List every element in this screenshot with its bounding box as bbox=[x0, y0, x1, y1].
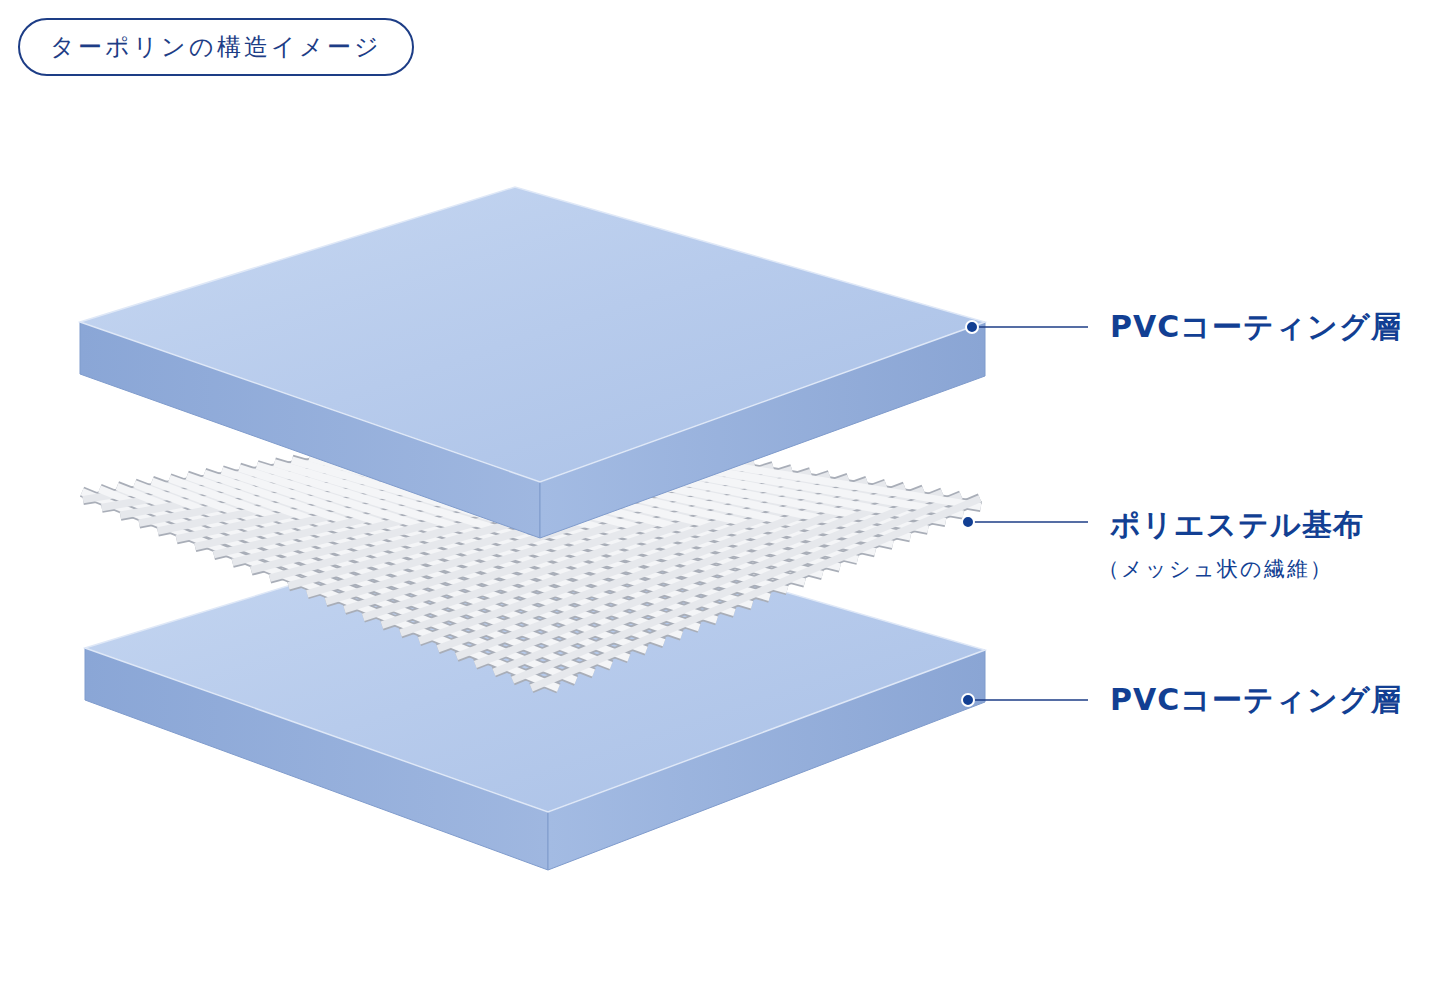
mesh-strand bbox=[531, 499, 980, 688]
leader-lines bbox=[962, 321, 1088, 706]
title-pill: ターポリンの構造イメージ bbox=[18, 18, 414, 76]
pvc-layer-top bbox=[80, 187, 985, 538]
part-label: PVCコーティング層 bbox=[1110, 680, 1402, 721]
part-label: PVCコーティング層 bbox=[1110, 307, 1402, 348]
part-label: （メッシュ状の繊維） bbox=[1098, 555, 1333, 583]
part-label: ポリエステル基布 bbox=[1110, 505, 1364, 546]
